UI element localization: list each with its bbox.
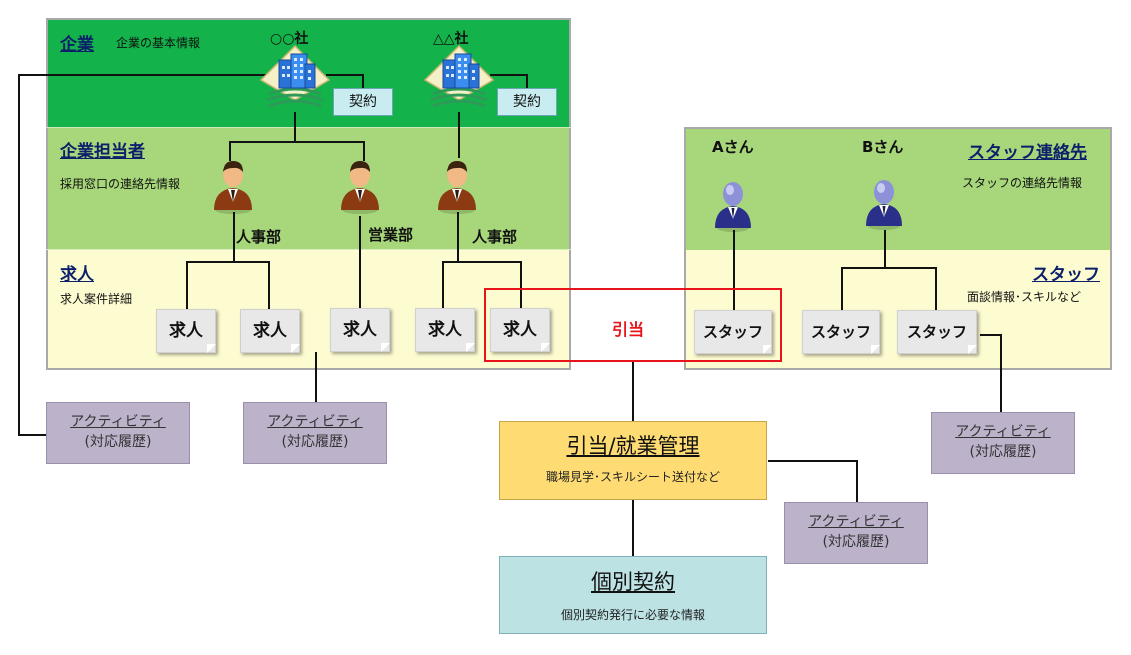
businessman-icon xyxy=(341,161,379,214)
office-building-icon xyxy=(423,44,495,108)
connector-line xyxy=(632,500,634,556)
connector-line xyxy=(233,212,235,262)
activity-sub-label: (対応履歴) xyxy=(84,434,152,450)
staff-card[interactable]: スタッフ xyxy=(802,310,880,354)
activity-box[interactable]: アクティビティ (対応履歴) xyxy=(243,402,387,464)
connector-line xyxy=(363,141,365,161)
connector-line xyxy=(268,261,270,309)
connector-line xyxy=(362,74,364,90)
connector-line xyxy=(526,74,528,90)
activity-sub-label: (対応履歴) xyxy=(281,434,349,450)
connector-line xyxy=(733,230,735,310)
individual-contract-box[interactable]: 個別契約 個別契約発行に必要な情報 xyxy=(499,556,767,634)
job-card[interactable]: 求人 xyxy=(415,308,475,352)
job-card[interactable]: 求人 xyxy=(490,308,550,352)
department-label: 人事部 xyxy=(236,228,282,246)
contact-section-title: 企業担当者 xyxy=(60,142,145,162)
connector-line xyxy=(229,141,365,143)
connector-line xyxy=(229,141,231,161)
businessman-icon xyxy=(438,161,476,214)
connector-line xyxy=(315,352,317,404)
connector-line xyxy=(442,261,444,309)
staff-card[interactable]: スタッフ xyxy=(694,310,772,354)
connector-line xyxy=(442,261,522,263)
job-section xyxy=(46,250,571,370)
activity-box[interactable]: アクティビティ (対応履歴) xyxy=(784,502,928,564)
management-title: 引当/就業管理 xyxy=(566,434,700,458)
jobs-section-desc: 求人案件詳細 xyxy=(60,292,133,306)
staff-card[interactable]: スタッフ xyxy=(897,310,977,354)
connector-line xyxy=(856,460,858,504)
connector-line xyxy=(186,261,270,263)
connector-line xyxy=(632,362,634,422)
staff-contact-section-desc: スタッフの連絡先情報 xyxy=(962,176,1083,190)
matching-label: 引当 xyxy=(612,320,645,339)
connector-line xyxy=(490,74,528,76)
activity-sub-label: (対応履歴) xyxy=(969,444,1037,460)
contract-tag: 契約 xyxy=(333,88,393,116)
department-label: 営業部 xyxy=(368,226,414,244)
contract-tag: 契約 xyxy=(497,88,557,116)
connector-line xyxy=(841,267,843,310)
band-divider xyxy=(46,249,571,250)
management-desc: 職場見学･スキルシート送付など xyxy=(545,470,720,484)
activity-label: アクティビティ xyxy=(808,514,904,530)
staff-contact-section-title: スタッフ連絡先 xyxy=(968,143,1087,163)
job-card[interactable]: 求人 xyxy=(240,309,300,353)
businessman-icon xyxy=(214,161,252,214)
band-divider xyxy=(46,127,571,128)
jobs-section-title: 求人 xyxy=(60,265,94,285)
connector-line xyxy=(458,112,460,158)
connector-line xyxy=(768,460,858,462)
staff-section-desc: 面談情報･スキルなど xyxy=(967,290,1082,304)
staff-person-icon xyxy=(715,182,751,232)
connector-line xyxy=(186,261,188,309)
staff-section-title: スタッフ xyxy=(1032,265,1100,285)
job-card[interactable]: 求人 xyxy=(330,308,390,352)
connector-line xyxy=(884,230,886,268)
activity-box[interactable]: アクティビティ (対応履歴) xyxy=(46,402,190,464)
contract-title: 個別契約 xyxy=(591,570,675,594)
activity-sub-label: (対応履歴) xyxy=(822,534,890,550)
company-section-desc: 企業の基本情報 xyxy=(116,36,201,50)
connector-line xyxy=(18,434,48,436)
activity-label: アクティビティ xyxy=(955,424,1051,440)
connector-line xyxy=(18,74,266,76)
connector-line xyxy=(457,212,459,262)
activity-label: アクティビティ xyxy=(70,414,166,430)
activity-box[interactable]: アクティビティ (対応履歴) xyxy=(931,412,1075,474)
company-section-title: 企業 xyxy=(60,35,94,55)
connector-line xyxy=(359,216,361,308)
assignment-management-box[interactable]: 引当/就業管理 職場見学･スキルシート送付など xyxy=(499,421,767,500)
connector-line xyxy=(935,267,937,310)
contract-desc: 個別契約発行に必要な情報 xyxy=(560,608,705,622)
staff-person-icon xyxy=(866,180,902,230)
activity-label: アクティビティ xyxy=(267,414,363,430)
staff-name: Bさん xyxy=(862,138,904,156)
connector-line xyxy=(520,261,522,309)
company-contact-section xyxy=(46,128,571,250)
connector-line xyxy=(326,74,364,76)
company-name: △△社 xyxy=(433,31,469,47)
staff-contact-section xyxy=(684,127,1112,250)
connector-line xyxy=(841,267,937,269)
connector-line xyxy=(980,334,1002,336)
connector-line xyxy=(18,74,20,436)
connector-line xyxy=(1000,334,1002,414)
connector-line xyxy=(294,112,296,142)
staff-name: Aさん xyxy=(712,138,754,156)
contact-section-desc: 採用窓口の連絡先情報 xyxy=(60,177,181,191)
matching-frame[interactable] xyxy=(484,288,782,362)
company-name: ○○社 xyxy=(270,31,309,47)
department-label: 人事部 xyxy=(472,228,518,246)
office-building-icon xyxy=(259,44,331,108)
job-card[interactable]: 求人 xyxy=(156,309,216,353)
